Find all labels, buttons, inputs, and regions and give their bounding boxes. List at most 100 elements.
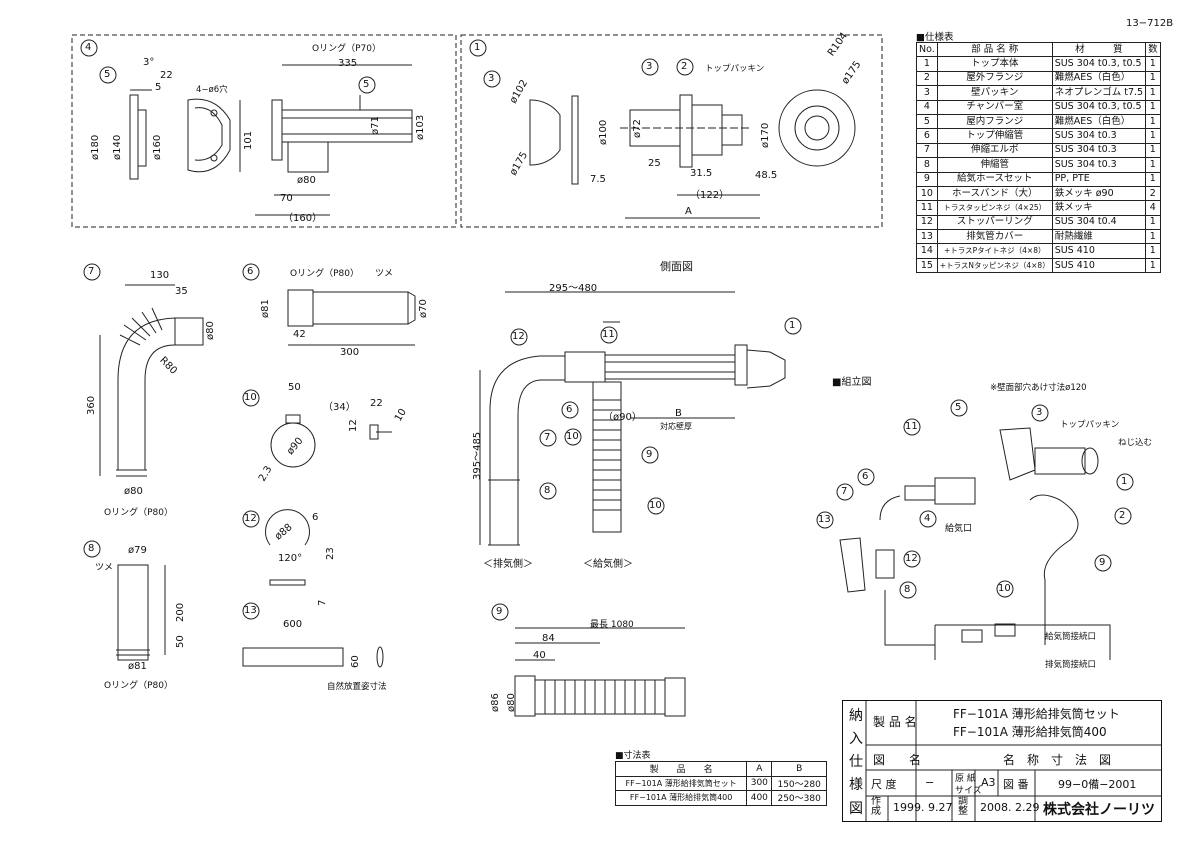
dim-d86: ø86	[490, 693, 501, 712]
spec-cell: SUS 410	[1051, 257, 1147, 274]
spec-cell: 1	[1145, 113, 1161, 130]
spec-cell: 伸縮管	[936, 157, 1053, 173]
dim-cell: 250～380	[771, 790, 827, 806]
part-number-8-asm: 8	[904, 584, 911, 595]
dim-d90-paren: （ø90）	[603, 412, 642, 423]
dim-cell: 150～280	[771, 775, 827, 791]
dim-d180: ø180	[90, 134, 101, 160]
spec-cell: 1	[1145, 171, 1161, 187]
dim-48-5: 48.5	[755, 170, 778, 181]
exhaust-conn-label: 排気筒接続口	[1045, 660, 1097, 670]
part-number-13: 13	[244, 605, 257, 616]
spec-cell: 11	[916, 200, 938, 216]
dim-B: B	[675, 408, 682, 419]
dim-300: 300	[340, 347, 360, 358]
dim-d70-pipe: ø70	[418, 299, 429, 318]
dim-360: 360	[86, 395, 97, 415]
spec-cell: 排気管カバー	[936, 229, 1053, 245]
spec-cell: 1	[1145, 157, 1161, 173]
dim-70: 70	[280, 193, 293, 204]
dim-d170: ø170	[760, 122, 771, 148]
stopper-ring-part-12	[242, 509, 310, 586]
dim-A-top: A	[685, 206, 692, 217]
spec-cell: SUS 304 t0.3, t0.5	[1051, 56, 1147, 72]
spec-cell: 屋内フランジ	[936, 113, 1053, 130]
dim-42: 42	[293, 329, 306, 340]
dim-122: （122）	[690, 190, 730, 201]
spec-cell: トップ伸縮管	[936, 128, 1053, 144]
spec-cell: 1	[1145, 257, 1161, 274]
part-number-3b: 3	[646, 61, 653, 72]
holes-label: 4−ø6穴	[196, 85, 228, 95]
wall-thickness-label: 対応壁厚	[660, 422, 692, 431]
part-number-12-asm: 12	[905, 553, 918, 564]
spec-cell: 難燃AES（白色）	[1051, 70, 1147, 87]
view-1-frame	[460, 34, 883, 228]
dim-header-row: 製 品 名 A B	[614, 761, 827, 777]
spec-cell: 4	[916, 99, 938, 115]
dim-22: 22	[160, 70, 173, 81]
spec-cell: 1	[1145, 56, 1161, 72]
pipe-part-8	[83, 540, 166, 661]
spec-cell: 1	[1145, 214, 1161, 231]
dim-395-485: 395～485	[472, 431, 483, 480]
exhaust-cover-part-13	[242, 602, 384, 668]
dim-84: 84	[542, 633, 555, 644]
title-block: 納 入 仕 様 図 製 品 名 FF−101A 薄形給排気筒セット FF−101…	[842, 700, 1162, 822]
dim-35: 35	[175, 286, 188, 297]
adjusted-date: 2008. 2.29	[980, 801, 1040, 814]
side-char: 図	[849, 801, 863, 817]
part-number-1: 1	[474, 42, 481, 53]
dim-31-5: 31.5	[690, 168, 713, 179]
spec-cell: 1	[1145, 128, 1161, 144]
spec-cell: SUS 304 t0.3	[1051, 128, 1147, 144]
dim-5: 5	[155, 82, 162, 93]
spec-cell: 給気ホースセット	[936, 171, 1053, 187]
top-view	[469, 39, 856, 219]
dim-6: 6	[312, 512, 319, 523]
spec-cell: 10	[916, 185, 938, 202]
dim-50b: 50	[175, 635, 186, 648]
dim-101: 101	[243, 130, 254, 150]
dim-cell: FF−101A 薄形給排気筒400	[614, 790, 748, 806]
oring-p80-label-8: Oリング（P80）	[104, 681, 173, 691]
exhaust-side-label: ＜排気側＞	[483, 559, 533, 570]
spec-header-qty: 数	[1145, 41, 1161, 58]
spec-cell: 鉄メッキ	[1051, 200, 1147, 216]
dim-335: 335	[338, 58, 358, 69]
paper-size: A3	[981, 776, 996, 789]
assembly-view	[816, 399, 1134, 660]
spec-cell: 1	[1145, 142, 1161, 159]
part-number-9-asm: 9	[1099, 557, 1106, 568]
spec-cell: 6	[916, 128, 938, 144]
spec-header-material: 材 質	[1051, 41, 1147, 58]
product-label: 製 品 名	[873, 715, 917, 729]
drawing-name: 名 称 寸 法 図	[1003, 753, 1112, 767]
side-view	[479, 291, 802, 546]
dim-d100: ø100	[598, 119, 609, 145]
part-number-11-side: 11	[602, 329, 615, 340]
dim-d81b: ø81	[128, 661, 147, 672]
dim-200: 200	[175, 602, 186, 622]
dim-23: 23	[325, 547, 336, 560]
chamber-view	[80, 39, 413, 216]
part-number-10-side-b: 10	[566, 431, 579, 442]
part-number-4-asm: 4	[924, 513, 931, 524]
drawing-label: 図 名	[873, 753, 922, 767]
side-view-title: 側面図	[660, 260, 693, 273]
spec-cell: チャンバー室	[936, 99, 1053, 115]
dim-7-5: 7.5	[590, 174, 606, 185]
